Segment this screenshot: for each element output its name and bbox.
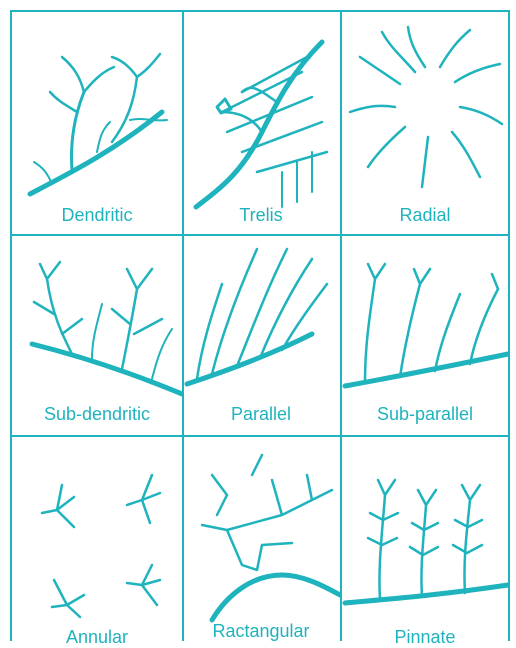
panel-parallel: Parallel xyxy=(182,234,340,435)
pinnate-drainage-icon xyxy=(340,435,510,643)
panel-sub-dendritic: Sub-dendritic xyxy=(12,234,182,435)
panel-label: Pinnate xyxy=(340,627,510,648)
panel-label: Radial xyxy=(340,205,510,226)
panel-label: Sub-dendritic xyxy=(12,404,182,425)
panel-radial: Radial xyxy=(340,12,510,234)
panel-label: Annular xyxy=(12,627,182,648)
panel-label: Parallel xyxy=(182,404,340,425)
panel-label: Trelis xyxy=(182,205,340,226)
radial-drainage-icon xyxy=(340,12,510,234)
annular-drainage-icon xyxy=(12,435,182,643)
panel-annular: Annular xyxy=(12,435,182,643)
trellis-drainage-icon xyxy=(182,12,340,234)
rectangular-drainage-icon xyxy=(182,435,340,643)
panel-ractangular: Ractangular xyxy=(182,435,340,643)
panel-label: Sub-parallel xyxy=(340,404,510,425)
drainage-patterns-grid: Dendritic Trelis Radial Sub-dendritic xyxy=(10,10,510,641)
panel-dendritic: Dendritic xyxy=(12,12,182,234)
panel-trelis: Trelis xyxy=(182,12,340,234)
dendritic-drainage-icon xyxy=(12,12,182,234)
panel-label: Ractangular xyxy=(182,621,340,642)
panel-label: Dendritic xyxy=(12,205,182,226)
panel-sub-parallel: Sub-parallel xyxy=(340,234,510,435)
panel-pinnate: Pinnate xyxy=(340,435,510,643)
